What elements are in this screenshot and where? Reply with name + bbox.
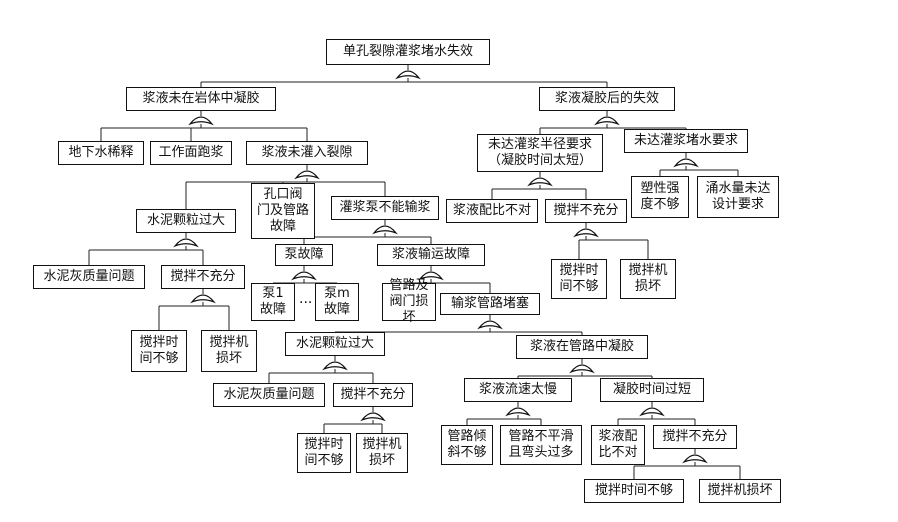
node-quality1: 水泥灰质量问题 — [33, 265, 145, 289]
node-mix3: 搅拌不充分 — [333, 383, 413, 407]
or-gate-icon — [188, 116, 214, 126]
or-gate-icon — [395, 70, 421, 80]
node-transport: 浆液输运故障 — [377, 244, 485, 266]
node-valve: 孔口阀 门及管路 故障 — [251, 183, 315, 239]
or-gate-icon — [173, 238, 199, 248]
node-root: 单孔裂隙灌浆堵水失效 — [326, 39, 490, 65]
node-gel-in-pipe: 浆液在管路中凝胶 — [516, 335, 648, 359]
node-inflow: 涌水量未达 设计要求 — [697, 176, 779, 218]
node-after-gel: 浆液凝胶后的失效 — [539, 87, 675, 111]
node-mixer3: 搅拌机 损坏 — [356, 433, 408, 473]
node-radius: 未达灌浆半径要求 （凝胶时间太短） — [477, 134, 603, 172]
or-gate-icon — [527, 177, 553, 187]
node-gel-short: 凝胶时间过短 — [600, 378, 704, 402]
node-quality2: 水泥灰质量问题 — [213, 383, 325, 407]
node-mix-time4: 搅拌时间不够 — [584, 479, 684, 503]
node-mix-time2: 搅拌时 间不够 — [131, 330, 187, 372]
node-pump1: 泵1 故障 — [251, 283, 295, 321]
node-not-into-crack: 浆液未灌入裂隙 — [246, 141, 368, 165]
node-dots: ··· — [299, 295, 313, 311]
node-pipe-valve: 管路及 阀门损坏 — [382, 278, 436, 325]
node-mix4: 搅拌不充分 — [653, 425, 737, 449]
or-gate-icon — [673, 158, 699, 168]
node-plastic: 塑性强 度不够 — [631, 176, 689, 218]
node-cement-big2: 水泥颗粒过大 — [285, 332, 385, 356]
node-tilt: 管路倾 斜不够 — [441, 425, 493, 465]
node-ratio2: 浆液配 比不对 — [591, 425, 645, 465]
or-gate-icon — [190, 294, 216, 304]
node-mixer2: 搅拌机 损坏 — [201, 330, 257, 372]
or-gate-icon — [505, 407, 531, 417]
node-mix2: 搅拌不充分 — [161, 265, 245, 289]
node-rough: 管路不平滑 且弯头过多 — [500, 425, 582, 465]
node-not-in-rock: 浆液未在岩体中凝胶 — [126, 87, 276, 111]
node-pump-cant: 灌浆泵不能输浆 — [331, 196, 439, 220]
node-face-leak: 工作面跑浆 — [150, 141, 232, 165]
node-pump-fault: 泵故障 — [275, 244, 333, 266]
or-gate-icon — [639, 407, 665, 417]
or-gate-icon — [291, 271, 317, 281]
node-pipe-block: 输浆管路堵塞 — [440, 293, 540, 315]
or-gate-icon — [569, 364, 595, 374]
or-gate-icon — [372, 225, 398, 235]
or-gate-icon — [322, 361, 348, 371]
or-gate-icon — [477, 320, 503, 330]
or-gate-icon — [360, 412, 386, 422]
node-mixer4: 搅拌机损坏 — [699, 479, 781, 503]
or-gate-icon — [418, 271, 444, 281]
node-groundwater: 地下水稀释 — [58, 141, 144, 165]
node-mixer1: 搅拌机 损坏 — [620, 259, 676, 299]
node-cement-big1: 水泥颗粒过大 — [136, 209, 236, 233]
node-pumpm: 泵m 故障 — [315, 283, 359, 321]
or-gate-icon — [573, 228, 599, 238]
or-gate-icon — [594, 116, 620, 126]
node-slow: 浆液流速太慢 — [464, 378, 572, 402]
node-mix1: 搅拌不充分 — [545, 199, 627, 223]
or-gate-icon — [682, 454, 708, 464]
node-mix-time3: 搅拌时 间不够 — [297, 433, 351, 473]
or-gate-icon — [294, 170, 320, 180]
node-ratio: 浆液配比不对 — [446, 199, 538, 223]
node-block-req: 未达灌浆堵水要求 — [624, 129, 748, 153]
node-mix-time1: 搅拌时 间不够 — [551, 259, 607, 299]
